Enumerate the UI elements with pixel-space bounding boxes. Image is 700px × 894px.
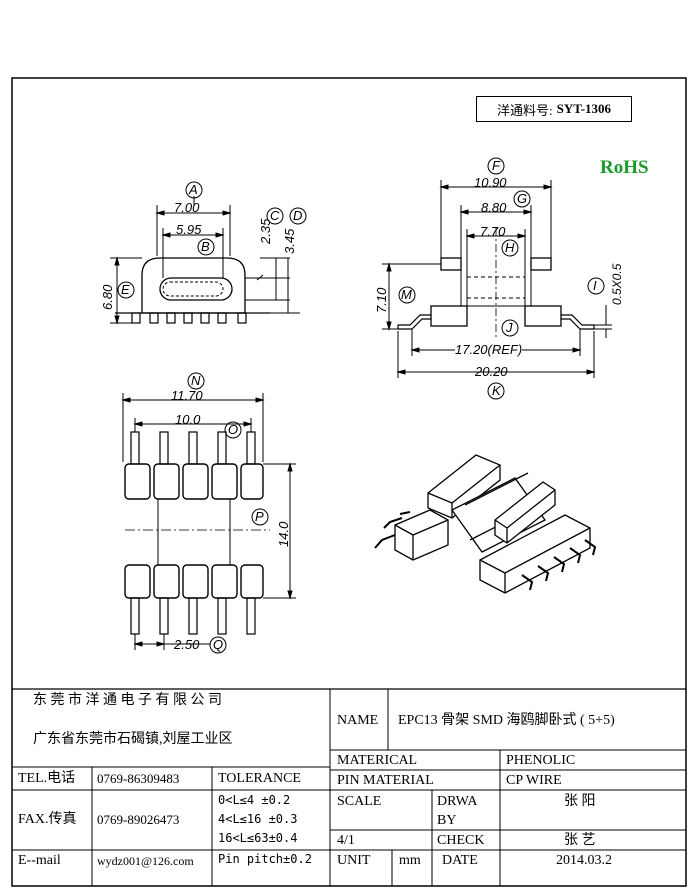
check-label: CHECK [437, 833, 485, 848]
dim-e-letter: E [121, 282, 130, 297]
dim-h-value: 7.70 [480, 224, 506, 239]
drawn-label-2: BY [437, 813, 457, 828]
tolerance-label: TOLERANCE [218, 771, 301, 786]
dim-q-letter: Q [213, 637, 224, 652]
tolerance-line-3: 16<L≤63±0.4 [218, 831, 298, 845]
dim-h-letter: H [505, 240, 515, 255]
dim-m-letter: M [401, 287, 412, 302]
dim-j-value: 17.20(REF) [455, 342, 523, 357]
part-number-label: 洋通料号: [496, 102, 553, 118]
dim-g-letter: G [517, 191, 528, 206]
email-label: E--mail [18, 853, 61, 868]
company-address: 广东省东莞市石碣镇,刘屋工业区 [33, 732, 233, 747]
unit-label: UNIT [337, 853, 371, 868]
date-label: DATE [442, 853, 478, 868]
dim-n-value: 11.70 [171, 388, 203, 403]
dim-n-letter: N [191, 373, 201, 388]
tolerance-line-2: 4<L≤16 ±0.3 [218, 812, 298, 826]
dim-b-letter: B [201, 239, 210, 254]
material-label: MATERICAL [337, 753, 418, 768]
isometric-view [374, 454, 597, 594]
dim-f-letter: F [492, 158, 500, 173]
dim-o-letter: O [228, 422, 239, 437]
front-pins [131, 312, 247, 324]
scale-label: SCALE [337, 794, 382, 809]
date-value: 2014.03.2 [556, 853, 612, 868]
part-number-value: SYT-1306 [556, 101, 612, 116]
dim-c-letter: C [270, 208, 280, 223]
dim-d-letter: D [293, 208, 303, 223]
drawn-label-1: DRWA [437, 794, 478, 809]
callout-circles [117, 157, 605, 654]
bottom-view [121, 393, 296, 650]
part-number-box: 洋通料号: SYT-1306 [476, 96, 632, 122]
side-view [382, 180, 612, 378]
pin-material-label: PIN MATERIAL [337, 773, 434, 788]
front-view [110, 196, 300, 325]
pin-material-value: CP WIRE [506, 773, 562, 788]
material-value: PHENOLIC [506, 753, 576, 768]
dim-i-letter: I [593, 278, 597, 293]
tolerance-line-1: 0<L≤4 ±0.2 [218, 793, 291, 807]
check-value: 张 艺 [564, 833, 596, 848]
dim-b-value: 5.95 [176, 222, 202, 237]
scale-value: 4/1 [337, 833, 355, 848]
tolerance-line-4: Pin pitch±0.2 [218, 852, 312, 866]
drawn-by-value: 张 阳 [564, 794, 596, 809]
dim-k-value: 20.20 [475, 364, 508, 379]
name-value: EPC13 骨架 SMD 海鸥脚卧式 ( 5+5) [398, 713, 615, 728]
tel-label: TEL.电话 [18, 771, 76, 786]
name-label: NAME [337, 713, 379, 728]
dim-o-value: 10.0 [175, 412, 201, 427]
fax-value: 0769-89026473 [97, 812, 180, 827]
unit-value: mm [399, 853, 421, 868]
dim-k-letter: K [492, 383, 501, 398]
tel-value: 0769-86309483 [97, 771, 180, 786]
email-value: wydz001@126.com [97, 854, 194, 868]
outer-frame [11, 77, 687, 887]
dim-j-letter: J [506, 320, 513, 335]
company-name: 东 莞 市 洋 通 电 子 有 限 公 司 [33, 693, 222, 708]
fax-label: FAX.传真 [18, 812, 77, 827]
dim-a-value: 7.00 [174, 200, 200, 215]
dim-g-value: 8.80 [481, 200, 507, 215]
dim-f-value: 10.90 [474, 175, 507, 190]
dim-q-value: 2.50 [174, 637, 200, 652]
dim-p-letter: P [255, 509, 264, 524]
rohs-mark: RoHS [600, 157, 649, 178]
dim-a-letter: A [189, 182, 198, 197]
